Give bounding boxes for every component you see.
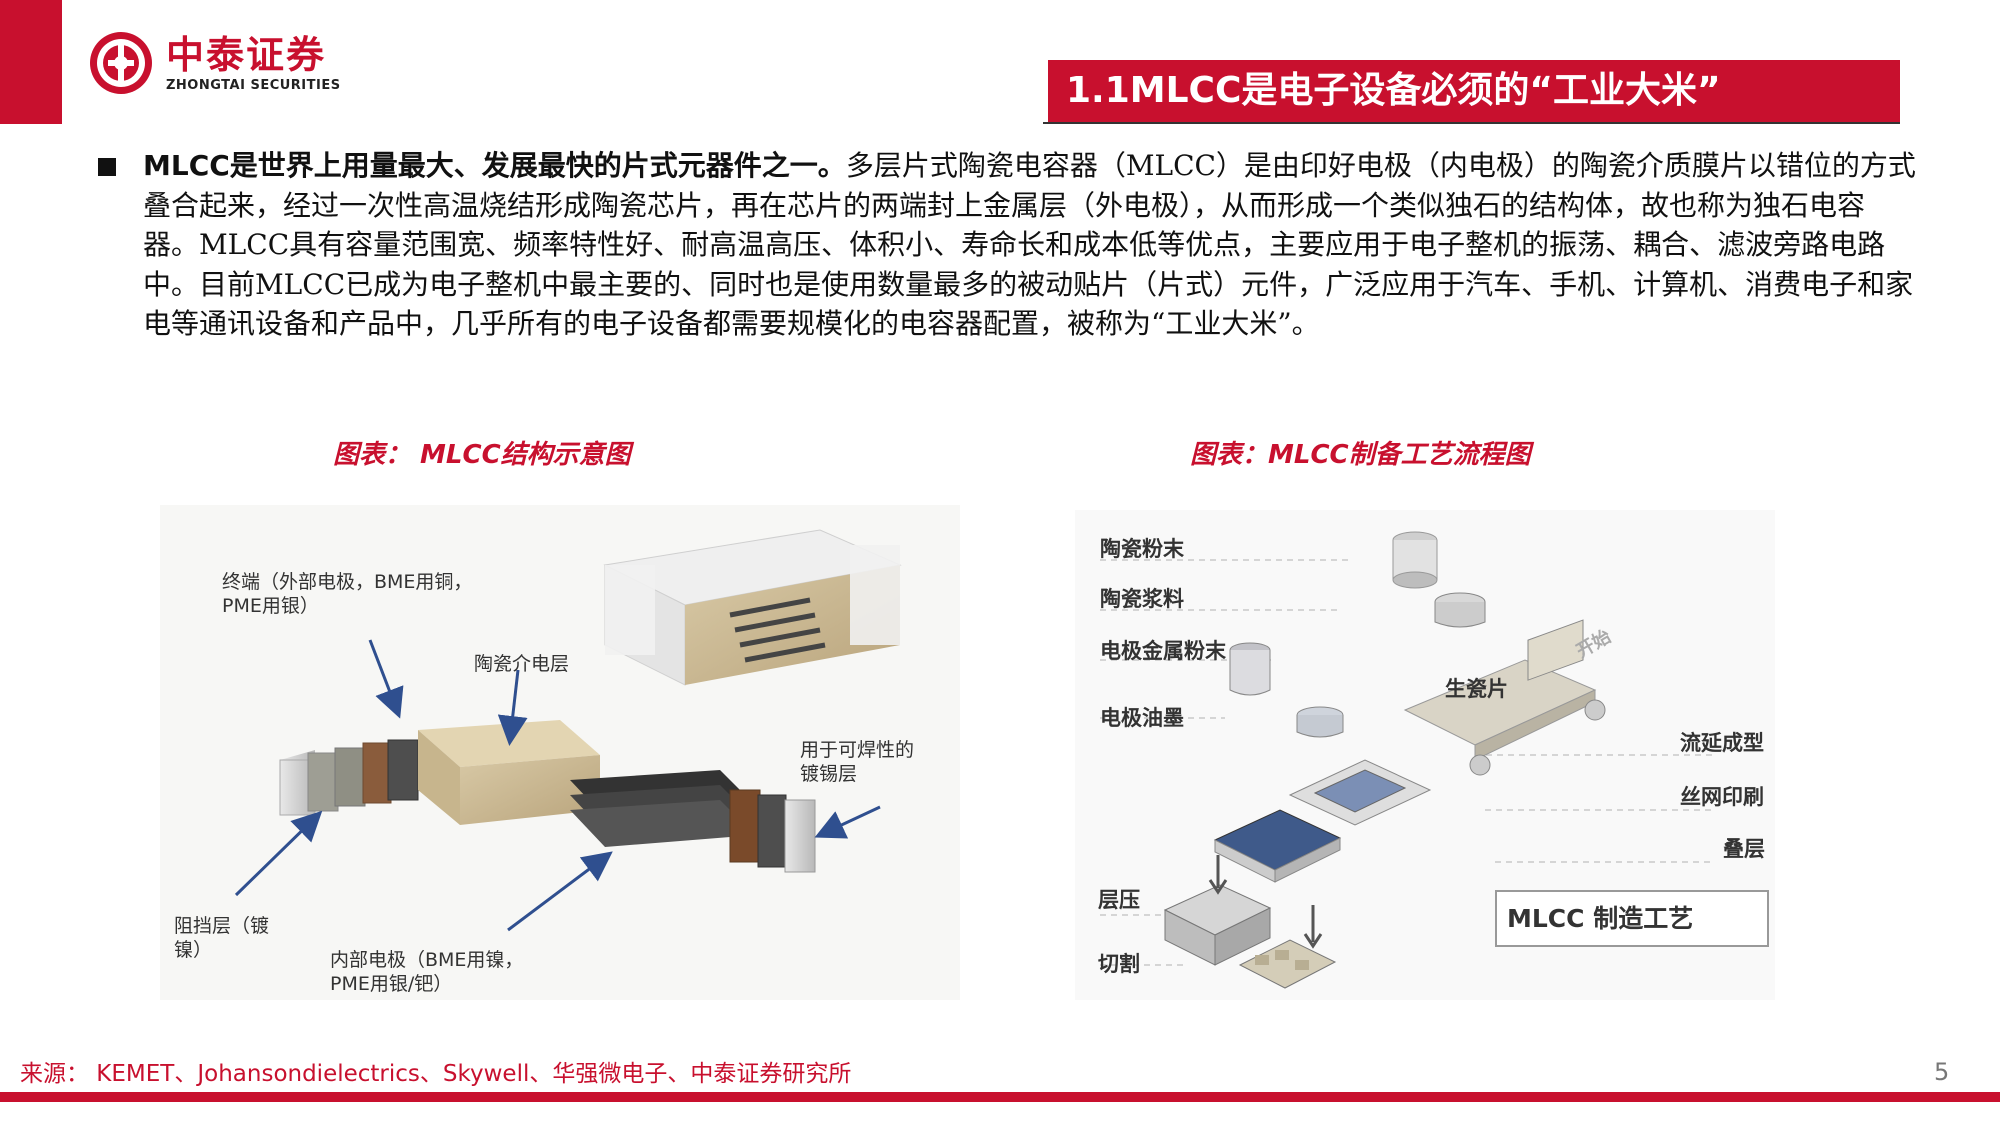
ceramic-powder-icon	[1392, 531, 1438, 589]
step-metal-powder: 电极金属粉末	[1100, 639, 1226, 663]
intro-body-text: 多层片式陶瓷电容器（MLCC）是由印好电极（内电极）的陶瓷介质膜片以错位的方式叠…	[143, 149, 1916, 340]
left-accent-bar	[0, 0, 62, 124]
figure-left-caption: 图表： MLCC结构示意图	[333, 440, 631, 470]
intro-paragraph: MLCC是世界上用量最大、发展最快的片式元器件之一。多层片式陶瓷电容器（MLCC…	[143, 146, 1918, 344]
intro-bullet: MLCC是世界上用量最大、发展最快的片式元器件之一。多层片式陶瓷电容器（MLCC…	[98, 146, 1918, 344]
zhongtai-logo-icon	[90, 32, 152, 94]
step-electrode-ink: 电极油墨	[1100, 706, 1184, 730]
page-number: 5	[1934, 1058, 1950, 1086]
label-barrier-layer: 阻挡层（镀 镍）	[174, 915, 270, 961]
header-rule	[1043, 122, 1900, 124]
stacking-icon	[1213, 809, 1342, 883]
step-ceramic-slurry: 陶瓷浆料	[1100, 587, 1184, 611]
step-stacking: 叠层	[1723, 837, 1765, 861]
exploded-chip-icon	[279, 720, 816, 873]
company-logo: 中泰证券 ZHONGTAI SECURITIES	[88, 30, 341, 96]
company-name-cn: 中泰证券	[166, 32, 327, 77]
square-bullet-icon	[98, 158, 116, 176]
mlcc-structure-illustration	[160, 505, 960, 1000]
ceramic-arrow	[497, 669, 528, 746]
screen-printing-icon	[1288, 759, 1432, 826]
step-cutting: 切割	[1098, 952, 1140, 976]
label-tin-layer: 用于可焊性的 镀锡层	[800, 739, 915, 785]
label-terminal: 终端（外部电极，BME用铜， PME用银）	[222, 571, 473, 617]
label-ceramic-layer: 陶瓷介电层	[474, 653, 570, 675]
tin-arrow	[814, 805, 881, 839]
ink-mixer-icon	[1296, 706, 1344, 738]
metal-powder-icon	[1229, 642, 1271, 696]
barrier-arrow	[234, 810, 323, 897]
step-ceramic-powder: 陶瓷粉末	[1100, 537, 1184, 561]
footer-bar	[0, 1092, 2000, 1102]
cutting-icon	[1238, 905, 1337, 989]
tape-casting-icon	[1403, 619, 1606, 776]
assembled-chip-icon	[603, 529, 902, 686]
slide-title: 1.1MLCC是电子设备必须的“工业大米”	[1048, 60, 1900, 122]
intro-bold-lead: MLCC是世界上用量最大、发展最快的片式元器件之一。	[143, 149, 846, 182]
inner-arrow	[507, 851, 613, 932]
label-green-sheet: 生瓷片	[1445, 677, 1508, 701]
company-name-en: ZHONGTAI SECURITIES	[166, 77, 341, 93]
figure-right-caption: 图表：MLCC制备工艺流程图	[1190, 440, 1531, 470]
step-tape-casting: 流延成型	[1680, 731, 1764, 755]
guide-lines	[1100, 559, 1715, 966]
label-inner-electrode: 内部电极（BME用镍， PME用银/钯）	[330, 949, 524, 995]
terminal-arrow	[368, 639, 404, 719]
source-note: 来源： KEMET、Johansondielectrics、Skywell、华强…	[20, 1061, 852, 1087]
process-title-box: MLCC 制造工艺	[1495, 890, 1769, 947]
lamination-icon	[1163, 855, 1272, 966]
step-screen-printing: 丝网印刷	[1680, 785, 1764, 809]
step-lamination: 层压	[1098, 888, 1140, 912]
slurry-mixer-icon	[1434, 592, 1486, 628]
